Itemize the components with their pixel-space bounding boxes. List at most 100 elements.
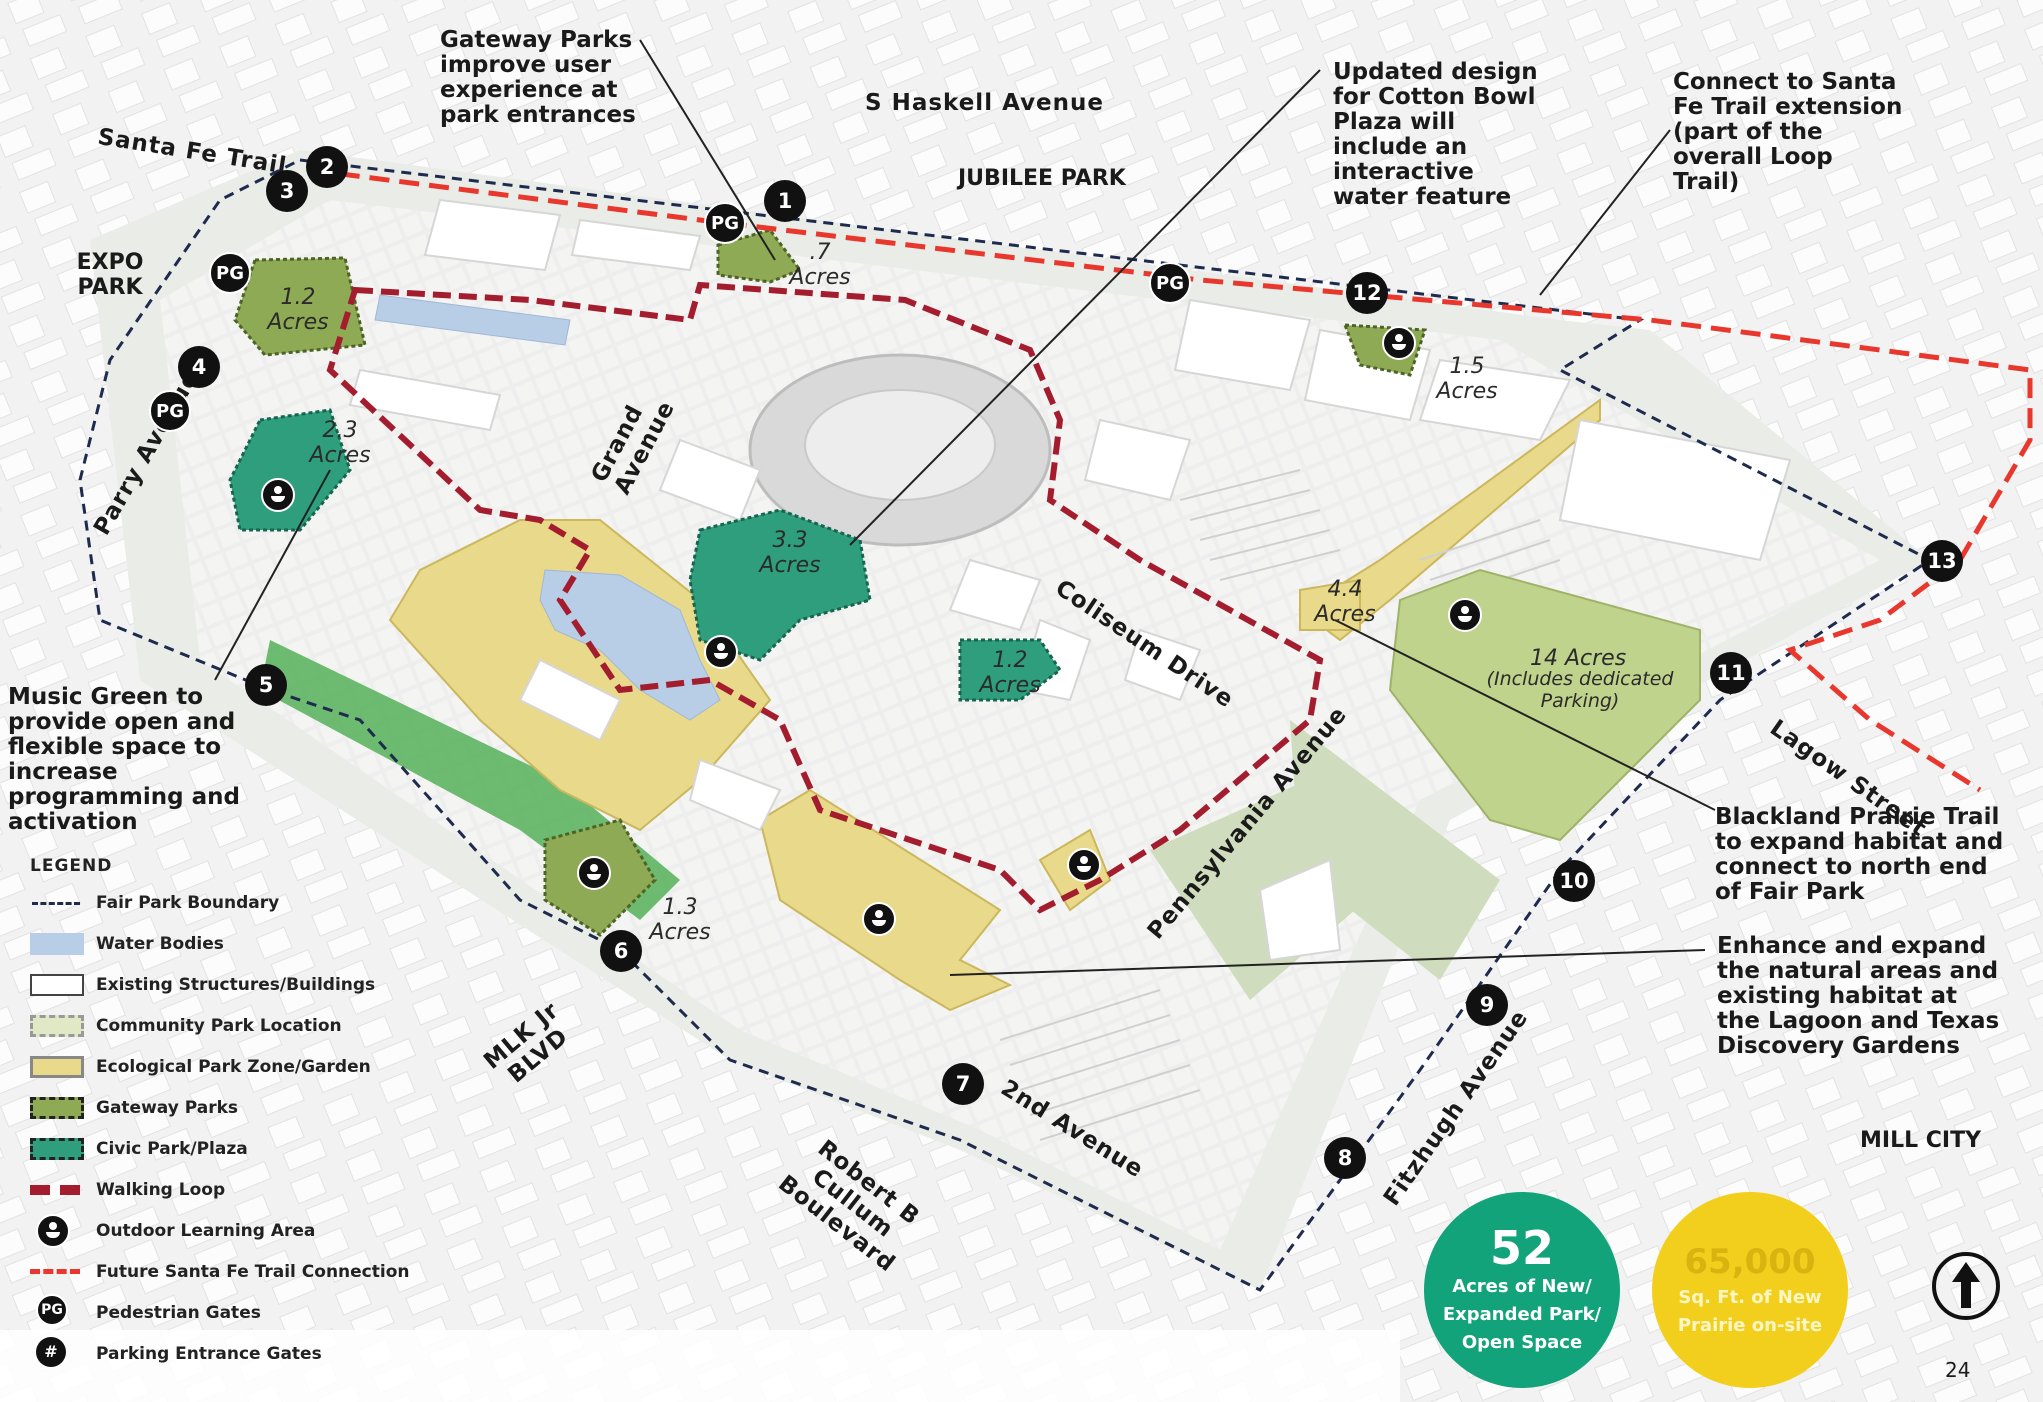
outdoor-learning-icon bbox=[577, 856, 611, 890]
walking-loop bbox=[326, 281, 1324, 914]
area-label-expo-park: EXPO PARK bbox=[76, 250, 144, 300]
outdoor-learning-icon bbox=[1382, 326, 1416, 360]
ecological-zone-4-4 bbox=[1299, 578, 1361, 631]
legend-item-parking-gates: # Parking Entrance Gates bbox=[30, 1333, 450, 1374]
legend-label: Parking Entrance Gates bbox=[96, 1343, 322, 1364]
pedestrian-gate-2: PG bbox=[209, 252, 251, 294]
legend-item-ecological: Ecological Park Zone/Garden bbox=[30, 1046, 450, 1087]
fair-park-boundary bbox=[78, 158, 1933, 1292]
callout-music-green: Music Green to provide open and flexible… bbox=[8, 684, 240, 835]
pedestrian-gate-3: PG bbox=[149, 390, 191, 432]
legend-item-walking-loop: Walking Loop bbox=[30, 1169, 450, 1210]
existing-buildings bbox=[348, 198, 1792, 962]
stat-prairie: 65,000 Sq. Ft. of New Prairie on-site bbox=[1652, 1192, 1848, 1388]
north-arrow-icon bbox=[1932, 1252, 2000, 1320]
stat-prairie-label: Sq. Ft. of New Prairie on-site bbox=[1677, 1287, 1823, 1336]
community-park-swatch-icon bbox=[30, 1014, 84, 1037]
legend-item-water: Water Bodies bbox=[30, 923, 450, 964]
legend-item-community-park: Community Park Location bbox=[30, 1005, 450, 1046]
callout-leader-lines bbox=[214, 39, 1716, 976]
legend-label: Pedestrian Gates bbox=[96, 1302, 261, 1323]
parking-lots bbox=[999, 469, 1561, 1141]
acre-label-1-5: 1.5 Acres bbox=[1436, 354, 1498, 404]
stat-prairie-value: 65,000 bbox=[1684, 1242, 1816, 1282]
acre-label-1-2-gateway: 1.2 Acres bbox=[267, 285, 329, 335]
stat-acres: 52 Acres of New/ Expanded Park/ Open Spa… bbox=[1424, 1192, 1620, 1388]
parking-gate-4: 4 bbox=[178, 346, 220, 388]
pg-icon: PG bbox=[30, 1293, 84, 1326]
acre-label-14-note: (Includes dedicated Parking) bbox=[1486, 668, 1674, 712]
gateway-park-1-2-acres bbox=[233, 256, 367, 357]
page-number: 24 bbox=[1945, 1358, 1971, 1382]
street-label-s-haskell: S Haskell Avenue bbox=[865, 90, 1105, 116]
acre-label-1-3: 1.3 Acres bbox=[649, 895, 711, 945]
parking-gate-10: 10 bbox=[1553, 860, 1595, 902]
gateway-swatch-icon bbox=[30, 1096, 84, 1119]
outdoor-learning-icon bbox=[862, 902, 896, 936]
acre-label-2-3: 2.3 Acres bbox=[309, 418, 371, 468]
acre-label-14: 14 Acres bbox=[1530, 646, 1627, 671]
legend-label: Walking Loop bbox=[96, 1179, 226, 1200]
dashed-navy-line-icon bbox=[30, 892, 84, 914]
pedestrian-gate-4: PG bbox=[1149, 262, 1191, 304]
legend-label: Water Bodies bbox=[96, 933, 224, 954]
future-santa-fe-trail bbox=[309, 167, 2033, 793]
legend-item-buildings: Existing Structures/Buildings bbox=[30, 964, 450, 1005]
legend-label: Future Santa Fe Trail Connection bbox=[96, 1261, 410, 1282]
callout-enhance-natural-areas: Enhance and expand the natural areas and… bbox=[1717, 933, 2000, 1059]
legend-label: Fair Park Boundary bbox=[96, 892, 280, 913]
legend-label: Community Park Location bbox=[96, 1015, 342, 1036]
parking-gate-13: 13 bbox=[1921, 540, 1963, 582]
legend-item-gateway: Gateway Parks bbox=[30, 1087, 450, 1128]
legend-label: Gateway Parks bbox=[96, 1097, 239, 1118]
legend-label: Outdoor Learning Area bbox=[96, 1220, 316, 1241]
callout-cotton-bowl-plaza: Updated design for Cotton Bowl Plaza wil… bbox=[1333, 59, 1538, 210]
parking-gate-11: 11 bbox=[1710, 652, 1752, 694]
pedestrian-gate-1: PG bbox=[704, 202, 746, 244]
civic-park-3-3-acres bbox=[688, 508, 872, 662]
outdoor-learning-icon bbox=[261, 478, 295, 512]
callout-blackland-prairie: Blackland Prairie Trail to expand habita… bbox=[1715, 804, 2004, 905]
civic-swatch-icon bbox=[30, 1137, 84, 1160]
acre-label-1-2-civic: 1.2 Acres bbox=[979, 648, 1041, 698]
legend-item-santa-fe-connection: Future Santa Fe Trail Connection bbox=[30, 1251, 450, 1292]
parking-gate-2: 2 bbox=[306, 146, 348, 188]
civic-park-2-3-acres bbox=[228, 408, 352, 532]
callout-gateway-parks: Gateway Parks improve user experience at… bbox=[440, 27, 636, 128]
civic-park-1-2-acres bbox=[958, 638, 1063, 702]
parking-gate-6: 6 bbox=[600, 930, 642, 972]
ecological-zone-discovery-gardens bbox=[758, 788, 1013, 1012]
acre-label-3-3: 3.3 Acres bbox=[759, 528, 821, 578]
legend-title: LEGEND bbox=[30, 856, 113, 876]
ecological-swatch-icon bbox=[30, 1055, 84, 1078]
legend-item-boundary: Fair Park Boundary bbox=[30, 882, 450, 923]
legend-item-pedestrian-gates: PG Pedestrian Gates bbox=[30, 1292, 450, 1333]
water-swatch-icon bbox=[30, 932, 84, 955]
area-label-mill-city: MILL CITY bbox=[1860, 1128, 1982, 1153]
legend-item-learning-area: Outdoor Learning Area bbox=[30, 1210, 450, 1251]
callout-santa-fe-trail: Connect to Santa Fe Trail extension (par… bbox=[1673, 69, 1903, 195]
outdoor-learning-icon bbox=[1448, 598, 1482, 632]
parking-gate-3: 3 bbox=[266, 170, 308, 212]
legend-item-civic: Civic Park/Plaza bbox=[30, 1128, 450, 1169]
legend-label: Ecological Park Zone/Garden bbox=[96, 1056, 371, 1077]
santa-fe-line-icon bbox=[30, 1261, 84, 1283]
parking-gate-7: 7 bbox=[942, 1063, 984, 1105]
gateway-park-0-7-acres bbox=[716, 228, 803, 284]
water-esplanade bbox=[374, 294, 571, 346]
parking-gate-1: 1 bbox=[764, 180, 806, 222]
stat-acres-value: 52 bbox=[1489, 1221, 1554, 1275]
ecological-zone-blackland-strip bbox=[1298, 398, 1601, 642]
building-swatch-icon bbox=[30, 973, 84, 996]
parking-gate-8: 8 bbox=[1324, 1137, 1366, 1179]
legend-label: Existing Structures/Buildings bbox=[96, 974, 376, 995]
legend-label: Civic Park/Plaza bbox=[96, 1138, 248, 1159]
outdoor-learning-icon bbox=[704, 635, 738, 669]
acre-label-0-7: .7 Acres bbox=[789, 240, 851, 290]
community-park-14-acres bbox=[1388, 568, 1701, 842]
parking-gate-12: 12 bbox=[1346, 272, 1388, 314]
outdoor-learning-icon bbox=[1067, 848, 1101, 882]
parking-gate-5: 5 bbox=[245, 664, 287, 706]
learning-area-icon bbox=[30, 1213, 84, 1248]
